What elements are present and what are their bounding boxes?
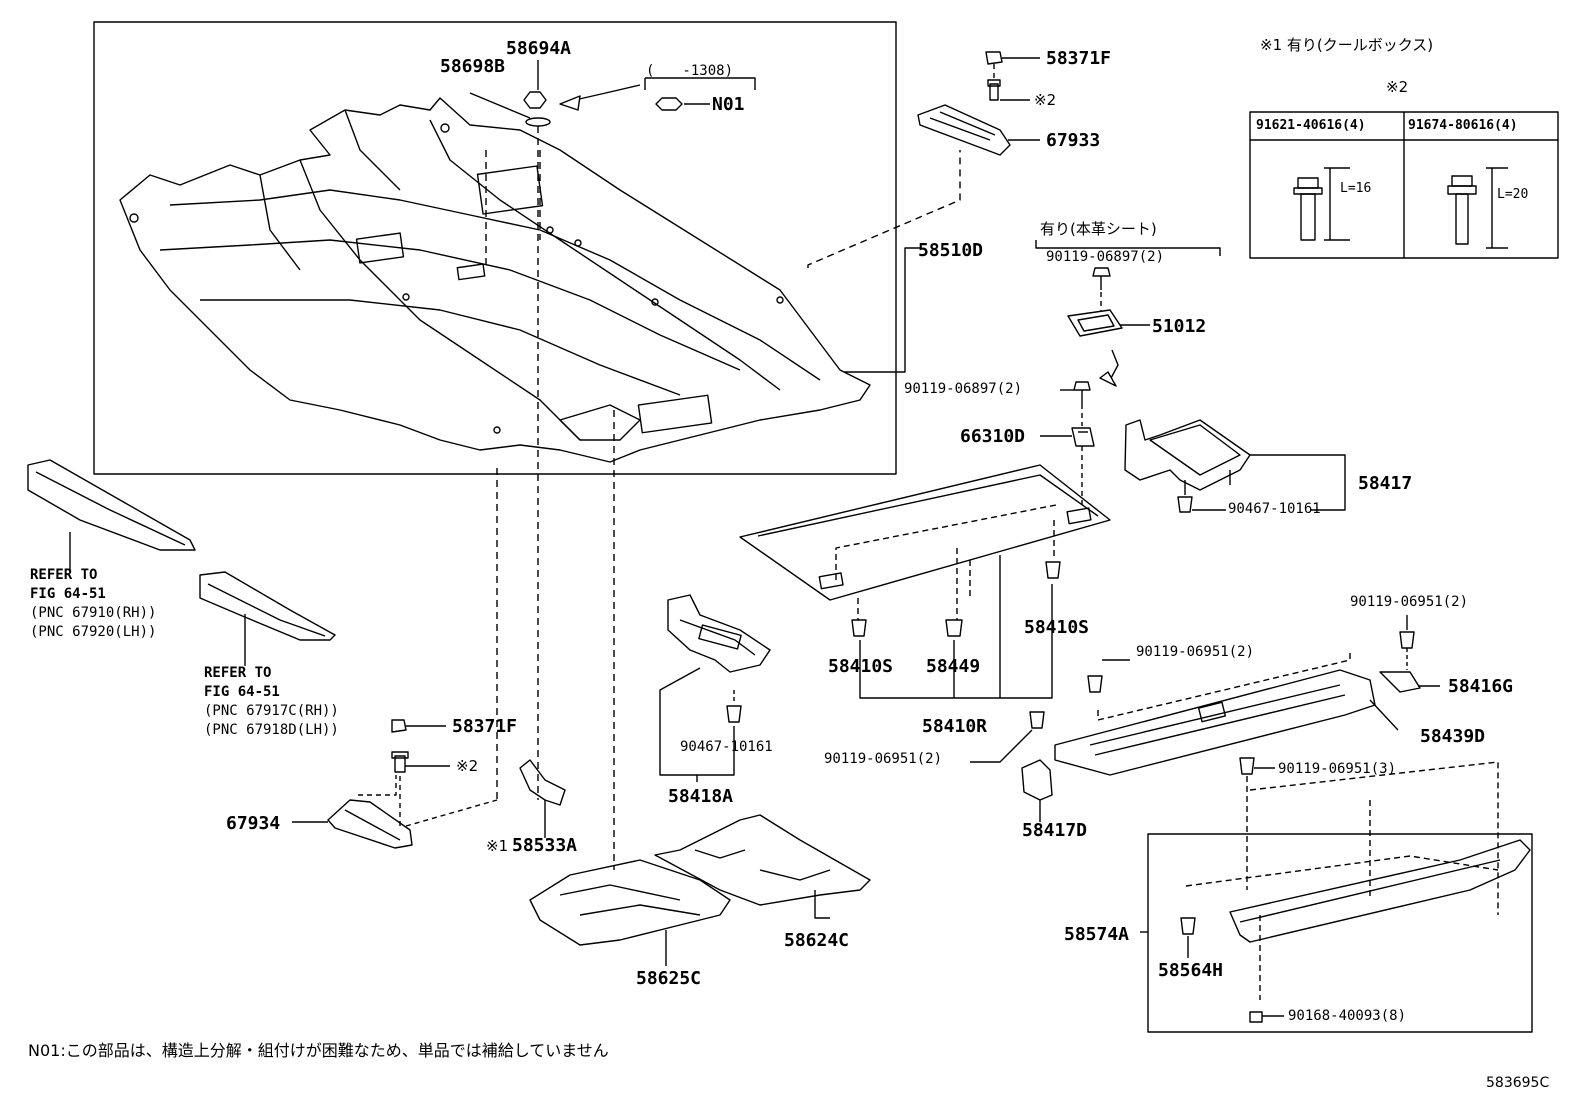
step-58574A-drawing xyxy=(1229,839,1531,943)
bolt-L20-drawing xyxy=(1447,167,1508,249)
bracket-67934-drawing xyxy=(327,719,413,849)
bracket-66310D-drawing xyxy=(1071,427,1095,447)
box-58533A-drawing xyxy=(519,759,566,806)
refer-note-1: REFER TO FIG 64-51 (PNC 67910(RH)) (PNC … xyxy=(30,566,156,642)
label-58698B: 58698B xyxy=(440,56,506,77)
cover-58625C-drawing xyxy=(529,859,731,946)
pad-51012-drawing xyxy=(1067,309,1123,337)
clip-58694A-drawing xyxy=(523,91,551,127)
label-58439D: 58439D xyxy=(1420,726,1486,747)
bolt-90467-10161-b xyxy=(726,690,742,723)
bracket-67933-drawing xyxy=(917,51,1011,156)
clip-58449 xyxy=(945,619,963,637)
label-66310D: 66310D xyxy=(960,426,1026,447)
refer2-line3: (PNC 67917C(RH)) xyxy=(204,702,339,719)
bolt-L16-drawing xyxy=(1293,167,1350,241)
label-N01: N01 xyxy=(712,94,745,115)
label-leather-note: 有り(本革シート) xyxy=(1040,220,1157,238)
bracket-58418A-drawing xyxy=(667,594,771,673)
mark2-top: ※2 xyxy=(1034,91,1057,109)
bolt-90119-06897-lower xyxy=(1073,381,1091,404)
bracket-58417D-drawing xyxy=(1021,759,1053,801)
label-58510D: 58510D xyxy=(918,240,984,261)
label-58449: 58449 xyxy=(926,656,981,677)
clip-58410S-left xyxy=(851,619,867,637)
legend-note1: ※1 有り(クールボックス) xyxy=(1260,36,1434,54)
label-58410R: 58410R xyxy=(922,716,988,737)
label-90119-06951-d: 90119-06951(3) xyxy=(1278,761,1397,777)
bracket-58417-drawing xyxy=(1124,419,1251,495)
refer-note-2: REFER TO FIG 64-51 (PNC 67917C(RH)) (PNC… xyxy=(204,664,339,740)
label-90119-06951-b: 90119-06951(2) xyxy=(1350,594,1469,610)
label-58574A: 58574A xyxy=(1064,924,1130,945)
bolt-90119-06951-a xyxy=(1087,675,1103,693)
refer1-line4: (PNC 67920(LH)) xyxy=(30,623,157,640)
scuff-plate-front-drawing xyxy=(27,459,196,551)
screw-90168-40093-drawing xyxy=(1249,1011,1263,1023)
label-67933: 67933 xyxy=(1046,130,1101,151)
scuff-plate-rear-drawing xyxy=(199,571,336,641)
label-58533A: 58533A xyxy=(512,835,578,856)
refer2-line4: (PNC 67918D(LH)) xyxy=(204,721,339,738)
label-90467-10161-b: 90467-10161 xyxy=(680,739,773,755)
bolt-90119-06951-b xyxy=(1399,631,1415,649)
bolt-90467-10161-a xyxy=(1177,496,1193,513)
label-1308: ( -1308) xyxy=(646,63,734,79)
legend-col1-length: L=16 xyxy=(1340,181,1372,196)
label-58371F-bottom: 58371F xyxy=(452,716,518,737)
clip-58410S-right xyxy=(1045,561,1061,579)
footer-note: N01:この部品は、構造上分解・組付けが困難なため、単品では補給していません xyxy=(28,1041,609,1060)
refer2-line1: REFER TO xyxy=(204,665,272,681)
diagram-code: 583695C xyxy=(1486,1075,1550,1091)
refer1-line3: (PNC 67910(RH)) xyxy=(30,604,157,621)
bolt-90119-06897-upper xyxy=(1092,267,1111,290)
label-90467-10161-a: 90467-10161 xyxy=(1228,501,1321,517)
label-58418A: 58418A xyxy=(668,786,734,807)
label-58694A: 58694A xyxy=(506,38,572,59)
label-90119-06897-a: 90119-06897(2) xyxy=(1046,249,1165,265)
label-58564H: 58564H xyxy=(1158,960,1224,981)
mark2-bottom: ※2 xyxy=(456,757,479,775)
refer1-line2: FIG 64-51 xyxy=(30,585,106,602)
label-58416G: 58416G xyxy=(1448,676,1514,697)
rail-58439D-drawing xyxy=(1054,669,1376,776)
refer1-line1: REFER TO xyxy=(30,567,98,583)
label-67934: 67934 xyxy=(226,813,281,834)
refer2-line2: FIG 64-51 xyxy=(204,683,280,700)
label-90119-06951-c: 90119-06951(2) xyxy=(824,751,943,767)
bolt-90119-06951-d xyxy=(1239,757,1255,775)
floor-carpet-drawing xyxy=(119,97,871,463)
legend-col2-part: 91674-80616(4) xyxy=(1408,118,1518,133)
tray-58410R-drawing xyxy=(739,464,1111,601)
label-58410S-right: 58410S xyxy=(1024,617,1090,638)
label-58625C: 58625C xyxy=(636,968,702,989)
step-frame xyxy=(1147,833,1533,1033)
label-58410S-left: 58410S xyxy=(828,656,894,677)
label-58417D: 58417D xyxy=(1022,820,1088,841)
label-58417: 58417 xyxy=(1358,473,1413,494)
bracket-58416G-drawing xyxy=(1379,671,1421,693)
label-58371F-top: 58371F xyxy=(1046,48,1112,69)
legend-note2: ※2 xyxy=(1386,78,1409,96)
cover-58624C-drawing xyxy=(654,814,871,906)
legend-col1-part: 91621-40616(4) xyxy=(1256,118,1366,133)
label-51012: 51012 xyxy=(1152,316,1207,337)
label-90119-06951-a: 90119-06951(2) xyxy=(1136,644,1255,660)
label-90168-40093: 90168-40093(8) xyxy=(1288,1008,1407,1024)
label-90119-06897-b: 90119-06897(2) xyxy=(904,381,1023,397)
legend-col2-length: L=20 xyxy=(1497,187,1529,202)
bolt-90119-06951-c xyxy=(1029,711,1045,729)
clip-58564H-drawing xyxy=(1180,917,1196,935)
mark1-58533A: ※1 xyxy=(486,837,509,855)
label-58624C: 58624C xyxy=(784,930,850,951)
carpet-frame xyxy=(93,21,897,475)
